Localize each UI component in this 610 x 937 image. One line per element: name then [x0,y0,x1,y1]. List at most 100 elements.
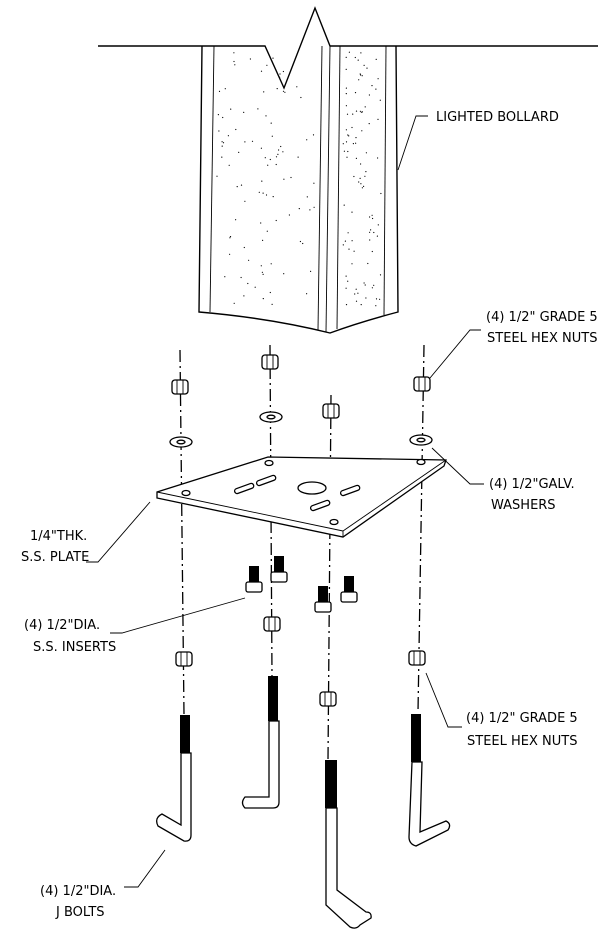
concrete-speck [365,171,367,173]
concrete-speck [375,88,377,90]
concrete-speck [353,250,355,252]
washer-4 [409,434,433,446]
concrete-speck [224,276,226,278]
washer-1 [169,436,193,448]
concrete-speck [377,118,379,120]
concrete-speck [244,200,246,202]
concrete-speck [306,196,308,198]
leaders [86,115,484,888]
concrete-speck [313,182,315,184]
concrete-speck [267,164,269,166]
concrete-speck [355,137,357,139]
concrete-speck [360,74,362,76]
concrete-speck [347,232,349,234]
concrete-speck [347,134,349,136]
concrete-speck [309,209,311,211]
j-bolts [156,676,451,929]
concrete-speck [233,302,235,304]
concrete-speck [251,140,254,142]
concrete-speck [367,262,369,265]
concrete-speck [262,192,264,194]
concrete-speck [351,126,353,129]
concrete-speck [355,288,357,290]
concrete-speck [247,282,249,285]
concrete-speck [351,263,353,265]
label-bottom-nuts-line-1: (4) 1/2" GRADE 5 [466,711,578,726]
concrete-speck [216,175,218,177]
concrete-speck [345,87,347,89]
concrete-speck [240,276,242,279]
concrete-speck [302,242,304,245]
concrete-speck [345,141,348,143]
concrete-speck [366,67,368,69]
concrete-speck [271,303,273,305]
concrete-speck [375,298,378,300]
concrete-speck [345,93,347,95]
concrete-speck [363,64,365,66]
label-top-nuts-line-2: STEEL HEX NUTS [487,331,597,346]
concrete-speck [275,219,277,222]
concrete-speck [373,231,375,234]
bolt-centerlines [179,344,425,761]
label-top-nuts-line-1: (4) 1/2" GRADE 5 [486,310,598,325]
concrete-speck [260,265,262,267]
label-lighted-bollard: LIGHTED BOLLARD [436,110,559,125]
concrete-speck [282,70,284,73]
concrete-speck [272,57,274,59]
concrete-speck [236,186,238,188]
concrete-speck [229,237,231,239]
concrete-speck [266,64,268,66]
concrete-speck [369,216,371,218]
concrete-speck [370,229,372,231]
concrete-speck [258,191,260,193]
concrete-speck [351,211,353,213]
concrete-speck [364,284,366,286]
concrete-speck [262,298,264,300]
concrete-speck [221,141,223,143]
bottom-hex-nuts [175,616,426,707]
concrete-speck [360,304,362,306]
concrete-speck [266,230,268,232]
top-hex-nut-2 [261,354,279,370]
concrete-speck [358,181,360,183]
concrete-speck [348,135,350,137]
concrete-speck [277,153,279,155]
concrete-speck [290,176,292,179]
concrete-speck [345,56,347,59]
label-inserts-line-1: (4) 1/2"DIA. [24,618,100,633]
bottom-hex-nut-2 [263,616,281,632]
concrete-speck [360,183,362,185]
concrete-speck [233,52,235,54]
concrete-speck [217,114,219,116]
concrete-speck [238,151,240,153]
j-bolt-3 [325,760,372,929]
concrete-speck [257,108,259,110]
concrete-speck [357,59,359,61]
concrete-speck [342,244,344,246]
bollard-body [198,45,399,334]
concrete-speck [347,280,349,282]
concrete-speck [355,300,358,302]
concrete-speck [271,135,273,137]
concrete-speck [272,196,274,198]
top-hex-nut-3 [322,403,340,419]
concrete-speck [361,130,363,132]
concrete-speck [375,58,377,61]
concrete-speck [269,291,271,294]
ss-insert-3 [314,586,332,613]
concrete-speck [348,51,350,53]
bottom-hex-nut-3 [319,691,337,707]
concrete-speck [280,145,282,148]
concrete-speck [348,248,350,250]
concrete-speck [347,150,349,153]
concrete-speck [261,180,263,182]
concrete-speck [265,194,268,196]
label-washers-line-2: WASHERS [491,498,556,513]
concrete-speck [224,88,226,90]
concrete-speck [346,156,348,158]
concrete-speck [249,58,251,60]
concrete-speck [227,135,229,137]
concrete-speck [262,273,264,275]
ss-inserts [245,556,358,613]
